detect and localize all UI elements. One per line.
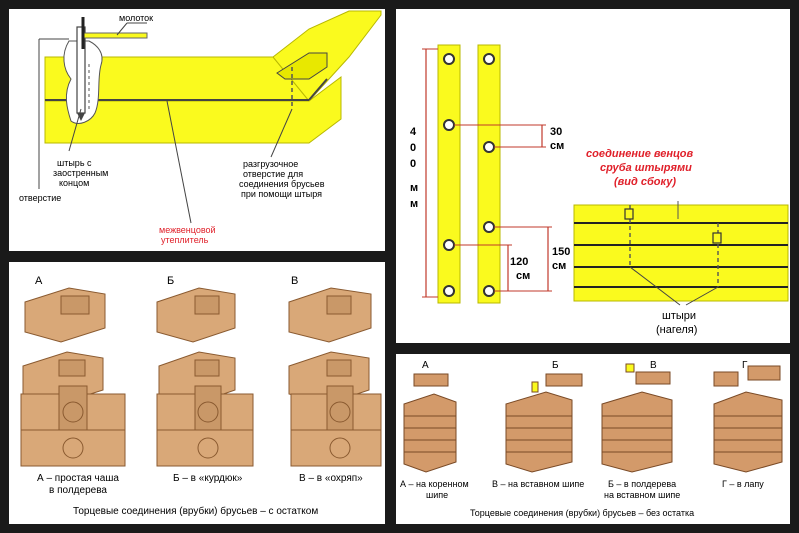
caption-a-line2: в полдерева — [49, 485, 107, 496]
label-v: В — [291, 275, 298, 287]
hammer — [82, 32, 148, 39]
label-v: В — [650, 360, 657, 371]
caption-b: Б – в «курдюк» — [173, 473, 243, 484]
wall-title-line3: (вид сбоку) — [614, 176, 676, 188]
panel-pin-joint-perspective: молоток штырь с заостренным концом отвер… — [9, 9, 385, 251]
label-hole: отверстие — [19, 193, 61, 203]
hole — [443, 119, 455, 131]
label-pin-line3: концом — [59, 178, 89, 188]
dim-mm-char-1: м — [410, 182, 418, 194]
joint-b — [156, 287, 254, 467]
label-insulation-line1: межвенцовой — [159, 225, 216, 235]
corner-a — [403, 373, 457, 473]
caption-g: Г – в лапу — [722, 479, 764, 489]
pin-bar-left — [437, 44, 461, 304]
caption-v-line2: на вставном шипе — [604, 490, 680, 500]
pin-bar-right — [477, 44, 501, 304]
hole — [483, 285, 495, 297]
dim-400-digit-1: 4 — [410, 126, 417, 138]
caption-a-line1: А – на коренном — [400, 479, 469, 489]
dim-150-unit: см — [552, 260, 566, 272]
wall-title-line1: соединение венцов — [586, 148, 693, 160]
wall-title-line2: сруба штырями — [600, 162, 692, 174]
hole — [483, 53, 495, 65]
pin-joint-diagram: молоток штырь с заостренным концом отвер… — [19, 10, 382, 245]
label-a: А — [422, 360, 429, 371]
panel-pins-dimensions: 4 0 0 м м 30 см 150 см 120 см соед — [396, 9, 790, 343]
pins-label-line1: штыри — [662, 310, 696, 322]
hole — [443, 285, 455, 297]
pins-dimension-diagram: 4 0 0 м м 30 см 150 см 120 см соед — [410, 44, 789, 336]
joints-without-remainder-diagram: А Б В Г — [400, 360, 783, 518]
hole — [443, 53, 455, 65]
pins-label-line2: (нагеля) — [656, 324, 697, 336]
log-wall — [573, 204, 789, 302]
caption-v: В – в «охряп» — [299, 473, 363, 484]
dim-120-unit: см — [516, 270, 530, 282]
panel-joints-with-remainder: А Б В — [9, 262, 385, 524]
footer-without-remainder: Торцевые соединения (врубки) брусьев – б… — [470, 508, 694, 518]
dim-150: 150 — [552, 246, 570, 258]
dim-30: 30 — [550, 126, 562, 138]
dim-400-digit-3: 0 — [410, 158, 416, 170]
joint-a — [20, 287, 126, 467]
label-pin-line1: штырь с — [57, 158, 92, 168]
label-relief-line4: при помощи штыря — [241, 189, 322, 199]
footer-with-remainder: Торцевые соединения (врубки) брусьев – с… — [73, 505, 318, 517]
caption-a-line2: шипе — [426, 490, 448, 500]
hole — [483, 221, 495, 233]
dim-400-digit-2: 0 — [410, 142, 416, 154]
label-insulation-line2: утеплитель — [161, 235, 209, 245]
corner-v — [601, 363, 673, 473]
beam-notch — [276, 52, 328, 80]
caption-b: В – на вставном шипе — [492, 479, 584, 489]
label-a: А — [35, 275, 43, 287]
label-hammer: молоток — [119, 13, 153, 23]
label-relief-line3: соединения брусьев — [239, 179, 325, 189]
joint-v — [288, 287, 382, 467]
label-b: Б — [167, 275, 174, 287]
corner-b — [505, 373, 583, 473]
hole — [443, 239, 455, 251]
label-b: Б — [552, 360, 559, 371]
hole — [483, 141, 495, 153]
caption-a-line1: А – простая чаша — [37, 473, 119, 484]
label-relief-line1: разгрузочное — [243, 159, 298, 169]
dim-120: 120 — [510, 256, 528, 268]
label-relief-line2: отверстие для — [243, 169, 303, 179]
caption-v-line1: Б – в полдерева — [608, 479, 676, 489]
label-g: Г — [742, 360, 748, 371]
joints-with-remainder-diagram: А Б В — [20, 275, 382, 517]
dim-mm-char-2: м — [410, 198, 418, 210]
corner-g — [713, 365, 783, 473]
label-pin-line2: заостренным — [53, 168, 108, 178]
panel-joints-without-remainder: А Б В Г — [396, 354, 790, 524]
dim-30-unit: см — [550, 140, 564, 152]
